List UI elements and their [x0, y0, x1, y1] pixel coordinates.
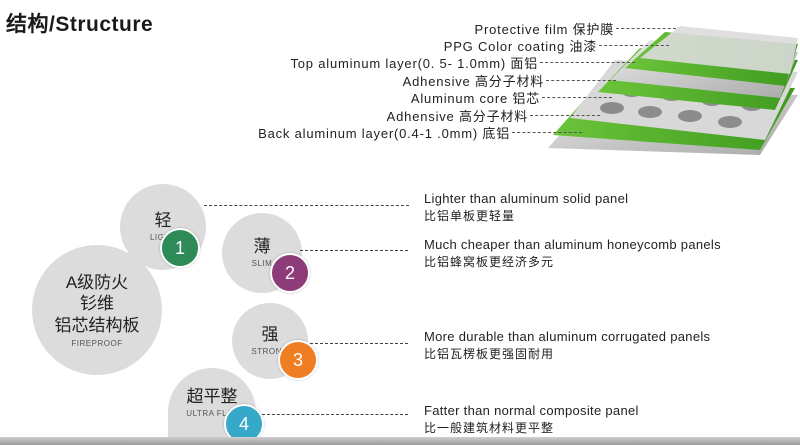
page-title: 结构/Structure — [6, 13, 154, 36]
feature-cn: 轻 — [154, 210, 172, 230]
layer-label-back-adhesive: Adhensive 高分子材料 — [386, 109, 528, 124]
leader-line — [540, 62, 635, 63]
feature-en: STRONG — [251, 347, 289, 357]
feature-leader-line — [310, 343, 408, 344]
leader-line — [616, 28, 676, 29]
feature-cn: 强 — [261, 324, 279, 344]
feature-number-badge: 2 — [270, 253, 310, 293]
center-line-2: 钐维 — [80, 294, 114, 314]
leader-line — [599, 45, 669, 46]
center-en: FIREPROOF — [71, 338, 123, 348]
bottom-bar — [0, 437, 800, 445]
center-line-1: A级防火 — [65, 273, 129, 293]
center-line-3: 铝芯结构板 — [54, 315, 140, 335]
feature-leader-line — [300, 250, 408, 251]
feature-desc-en: More durable than aluminum corrugated pa… — [424, 329, 711, 344]
feature-desc-en: Much cheaper than aluminum honeycomb pan… — [424, 237, 721, 252]
leader-line — [530, 115, 600, 116]
leader-line — [546, 80, 616, 81]
feature-en: ULTRA FLAT — [186, 409, 238, 419]
layer-label-color-coating: PPG Color coating 油漆 — [443, 39, 597, 54]
feature-cn: 薄 — [253, 236, 271, 256]
feature-desc-cn: 比铝单板更轻量 — [424, 209, 516, 223]
feature-desc-cn: 比一般建筑材料更平整 — [424, 421, 555, 435]
leader-line — [512, 132, 582, 133]
feature-en: SLIM — [251, 259, 273, 269]
layer-label-aluminum-core: Aluminum core 铝芯 — [410, 91, 540, 106]
feature-desc-cn: 比铝蜂窝板更经济多元 — [424, 255, 555, 269]
feature-desc-cn: 比铝瓦楞板更强固耐用 — [424, 347, 555, 361]
protective-film-layer — [640, 26, 798, 74]
fireproof-core-circle: A级防火 钐维 铝芯结构板 FIREPROOF — [32, 245, 162, 375]
feature-number-badge: 3 — [278, 340, 318, 380]
feature-desc-en: Fatter than normal composite panel — [424, 403, 639, 418]
leader-line — [542, 97, 612, 98]
feature-cn: 超平整 — [186, 386, 238, 406]
layer-label-top-adhesive: Adhensive 高分子材料 — [402, 74, 544, 89]
layer-label-top-aluminum: Top aluminum layer(0. 5- 1.0mm) 面铝 — [290, 56, 538, 71]
feature-leader-line — [262, 414, 408, 415]
feature-leader-line — [204, 205, 409, 206]
feature-desc-en: Lighter than aluminum solid panel — [424, 191, 629, 206]
layer-label-protective-film: Protective film 保护膜 — [474, 22, 614, 37]
feature-number-badge: 1 — [160, 228, 200, 268]
layer-label-back-aluminum: Back aluminum layer(0.4-1 .0mm) 底铝 — [258, 126, 510, 141]
